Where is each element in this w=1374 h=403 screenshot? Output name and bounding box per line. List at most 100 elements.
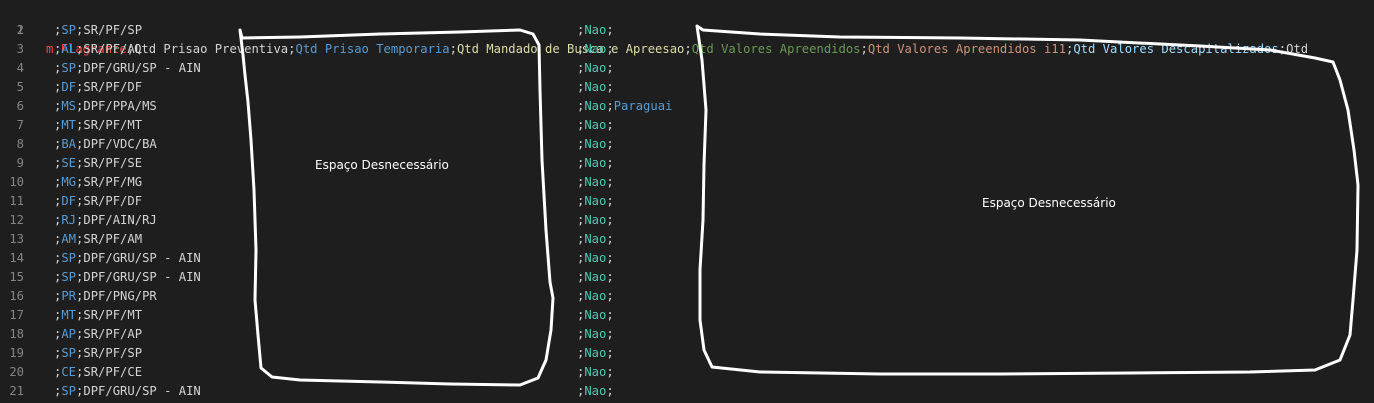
- unit-cell: DPF/PPA/MS: [83, 99, 157, 113]
- uf-cell: SP: [61, 23, 77, 37]
- line-number: 11: [9, 194, 24, 208]
- line-number: 20: [9, 365, 24, 379]
- header-column: m Flagrante: [46, 42, 127, 56]
- row-content: ;SP;DPF/GRU/SP - AIN: [54, 61, 201, 75]
- line-number: 17: [9, 308, 24, 322]
- line-number: 8: [16, 137, 24, 151]
- editor-line[interactable]: 13;AM;SR/PF/AM;Nao;: [0, 230, 1374, 249]
- value-cell-group: ;Nao;: [577, 327, 614, 341]
- editor-line[interactable]: 7;MT;SR/PF/MT;Nao;: [0, 116, 1374, 135]
- line-number: 14: [9, 251, 24, 265]
- value-cell-group: ;Nao;: [577, 232, 614, 246]
- row-content: ;SP;DPF/GRU/SP - AIN: [54, 270, 201, 284]
- line-number: 15: [9, 270, 24, 284]
- editor-line-header[interactable]: 1 m Flagrante;Qtd Prisao Preventiva;Qtd …: [0, 2, 1374, 56]
- row-content: ;AP;SR/PF/AP: [54, 327, 143, 341]
- row-content: ;AM;SR/PF/AM: [54, 232, 143, 246]
- editor-line[interactable]: 14;SP;DPF/GRU/SP - AIN;Nao;: [0, 249, 1374, 268]
- uf-cell: MS: [61, 99, 77, 113]
- value-cell-group: ;Nao;: [577, 42, 614, 56]
- unit-cell: SR/PF/AM: [83, 232, 143, 246]
- line-number: 7: [16, 118, 24, 132]
- editor-line[interactable]: 2;SP;SR/PF/SP;Nao;: [0, 21, 1374, 40]
- editor-line[interactable]: 4;SP;DPF/GRU/SP - AIN;Nao;: [0, 59, 1374, 78]
- value-cell: Nao: [584, 346, 607, 360]
- line-number: 5: [16, 80, 24, 94]
- unit-cell: SR/PF/AP: [83, 327, 143, 341]
- value-cell: Nao: [584, 327, 607, 341]
- uf-cell: CE: [61, 365, 77, 379]
- header-column: Qtd Prisao Temporaria: [295, 42, 450, 56]
- header-column: Qtd Prisao Preventiva: [134, 42, 289, 56]
- editor-line[interactable]: 5;DF;SR/PF/DF;Nao;: [0, 78, 1374, 97]
- value-cell-group: ;Nao;: [577, 194, 614, 208]
- value-cell: Nao: [584, 99, 607, 113]
- line-number: 12: [9, 213, 24, 227]
- unit-cell: DPF/GRU/SP - AIN: [83, 270, 201, 284]
- editor-line[interactable]: 9;SE;SR/PF/SE;Nao;: [0, 154, 1374, 173]
- value-cell: Nao: [584, 194, 607, 208]
- value-cell: Nao: [584, 251, 607, 265]
- unit-cell: DPF/VDC/BA: [83, 137, 157, 151]
- row-content: ;MT;SR/PF/MT: [54, 118, 143, 132]
- row-content: ;AL;SR/PF/AL: [54, 42, 143, 56]
- row-content: ;SP;DPF/GRU/SP - AIN: [54, 251, 201, 265]
- row-content: ;PR;DPF/PNG/PR: [54, 289, 157, 303]
- editor-line[interactable]: 17;MT;SR/PF/MT;Nao;: [0, 306, 1374, 325]
- right-annotation-label: Espaço Desnecessário: [982, 196, 1116, 210]
- uf-cell: SP: [61, 346, 77, 360]
- value-cell: Nao: [584, 80, 607, 94]
- value-cell-group: ;Nao;: [577, 346, 614, 360]
- left-annotation-label: Espaço Desnecessário: [315, 158, 449, 172]
- value-cell-group: ;Nao;: [577, 175, 614, 189]
- value-cell-group: ;Nao;: [577, 384, 614, 398]
- editor-line[interactable]: 8;BA;DPF/VDC/BA;Nao;: [0, 135, 1374, 154]
- value-cell-group: ;Nao;: [577, 61, 614, 75]
- editor-line[interactable]: 18;AP;SR/PF/AP;Nao;: [0, 325, 1374, 344]
- value-cell: Nao: [584, 42, 607, 56]
- uf-cell: AM: [61, 232, 77, 246]
- uf-cell: SP: [61, 251, 77, 265]
- row-content: ;SP;SR/PF/SP: [54, 23, 143, 37]
- unit-cell: DPF/AIN/RJ: [83, 213, 157, 227]
- editor-line[interactable]: 11 ;DF;SR/PF/DF ;Nao;: [0, 192, 1374, 211]
- editor-line[interactable]: 20;CE;SR/PF/CE;Nao;: [0, 363, 1374, 382]
- value-cell: Nao: [584, 289, 607, 303]
- uf-cell: SP: [61, 384, 77, 398]
- line-number: 21: [9, 384, 24, 398]
- line-number: 6: [16, 99, 24, 113]
- unit-cell: SR/PF/SP: [83, 23, 143, 37]
- row-content: ;DF;SR/PF/DF: [54, 80, 143, 94]
- uf-cell: DF: [61, 80, 77, 94]
- header-column: Qtd Valores Apreendidos i11: [867, 42, 1066, 56]
- editor-line[interactable]: 6;MS;DPF/PPA/MS;Nao;Paraguai: [0, 97, 1374, 116]
- value-cell-group: ;Nao;: [577, 156, 614, 170]
- uf-cell: SP: [61, 270, 77, 284]
- editor-line[interactable]: 15;SP;DPF/GRU/SP - AIN;Nao;: [0, 268, 1374, 287]
- row-content: ;RJ;DPF/AIN/RJ: [54, 213, 157, 227]
- line-number: 9: [16, 156, 24, 170]
- uf-cell: BA: [61, 137, 77, 151]
- uf-cell: MT: [61, 118, 77, 132]
- editor-line[interactable]: 19;SP;SR/PF/SP;Nao;: [0, 344, 1374, 363]
- row-content: ;MG;SR/PF/MG: [54, 175, 143, 189]
- editor-line[interactable]: 12 ;RJ;DPF/AIN/RJ ;Nao;: [0, 211, 1374, 230]
- editor-line[interactable]: 10;MG;SR/PF/MG;Nao;: [0, 173, 1374, 192]
- value-cell: Nao: [584, 137, 607, 151]
- editor-line[interactable]: 21;SP;DPF/GRU/SP - AIN;Nao;: [0, 382, 1374, 401]
- value-cell: Nao: [584, 156, 607, 170]
- value-cell: Nao: [584, 270, 607, 284]
- header-columns: m Flagrante;Qtd Prisao Preventiva;Qtd Pr…: [46, 42, 1309, 56]
- editor-line[interactable]: 3;AL;SR/PF/AL;Nao;: [0, 40, 1374, 59]
- right-outline: [695, 24, 1360, 376]
- editor-line[interactable]: 16;PR;DPF/PNG/PR;Nao;: [0, 287, 1374, 306]
- row-content: ;SP;SR/PF/SP: [54, 346, 143, 360]
- value-cell-group: ;Nao;: [577, 213, 614, 227]
- value-cell-group: ;Nao;: [577, 308, 614, 322]
- extra-cell: Paraguai: [613, 99, 673, 113]
- uf-cell: MT: [61, 308, 77, 322]
- uf-cell: MG: [61, 175, 77, 189]
- uf-cell: DF: [61, 194, 77, 208]
- row-content: ;DF;SR/PF/DF: [54, 194, 143, 208]
